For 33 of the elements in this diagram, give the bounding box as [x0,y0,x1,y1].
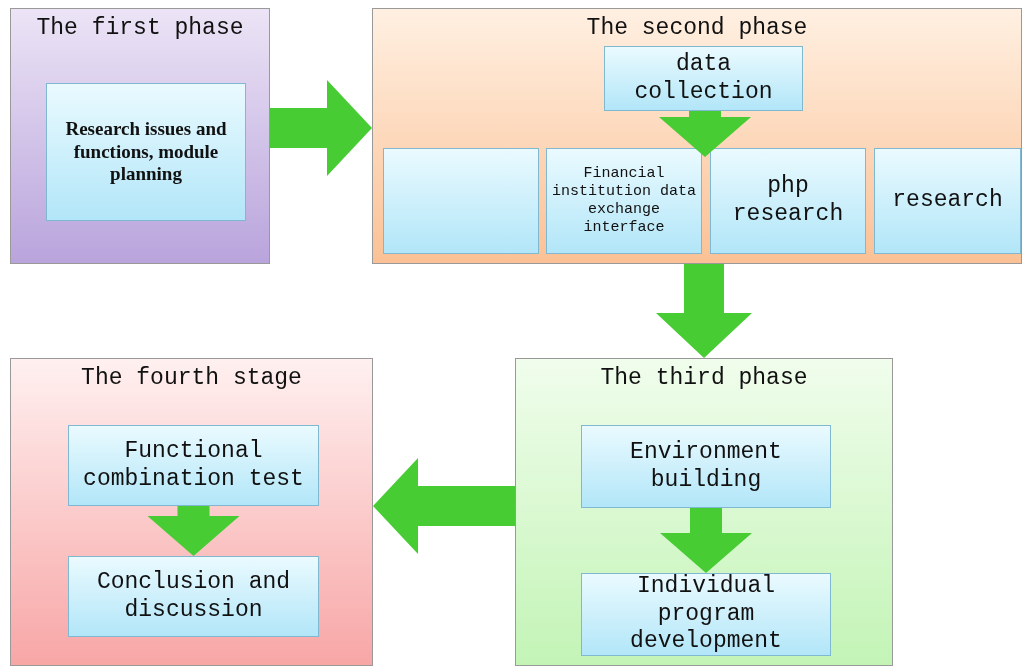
phase-title: The second phase [585,15,809,41]
block-arrow [659,111,751,157]
block-arrow [656,264,752,358]
step-box [68,556,319,637]
step-text: data collection [633,50,774,107]
phase-title: The fourth stage [80,365,303,391]
step-text: Individual program development [629,573,783,656]
phase-title: The first phase [35,15,245,41]
phase-panel [372,8,1022,264]
step-box [874,148,1021,254]
empty-box [383,148,539,254]
step-box [710,148,866,254]
step-text: research [891,187,1004,215]
step-box [581,425,831,508]
step-text: Conclusion and discussion [95,568,292,625]
step-text: Environment building [629,438,783,495]
phase-panel [10,8,270,264]
phase-title: The third phase [599,365,809,391]
step-text: php research [731,173,845,229]
phase-panel [10,358,373,666]
step-box [46,83,246,221]
block-arrow [270,80,372,176]
block-arrow [660,508,752,573]
block-arrow [147,506,240,556]
step-box [546,148,702,254]
step-box [604,46,803,111]
step-text: Research issues and functions, module planning [64,117,228,187]
step-box [581,573,831,656]
step-box [68,425,319,506]
block-arrow [373,458,515,554]
phase-panel [515,358,893,666]
step-text: Financial institution data exchange interface [551,165,697,237]
step-text: Functional combination test [82,437,305,494]
